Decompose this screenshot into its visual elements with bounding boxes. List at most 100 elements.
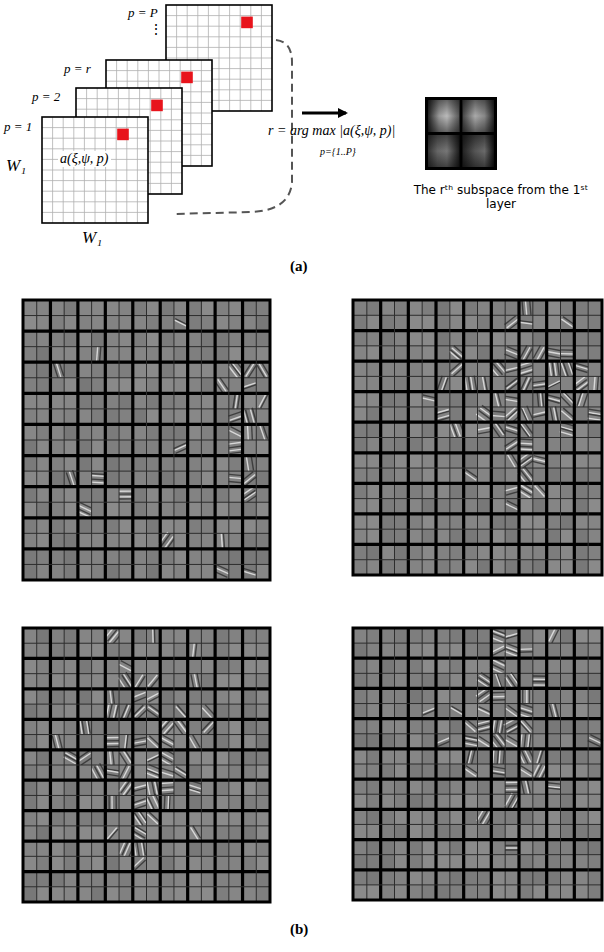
filter-stripe — [521, 457, 533, 465]
filter-cell — [188, 471, 202, 487]
filter-cell — [37, 316, 51, 332]
filter-cell — [37, 826, 51, 841]
filter-cell — [367, 658, 381, 673]
filter-cell — [50, 780, 64, 795]
filter-cell — [422, 719, 436, 734]
filter-cell — [436, 483, 450, 498]
filter-cell — [23, 518, 37, 534]
filter-cell — [105, 533, 119, 549]
filter-cell — [37, 378, 51, 394]
filter-cell — [119, 826, 133, 841]
filter-cell — [547, 809, 561, 824]
filter-cell — [64, 362, 78, 378]
filter-stripe — [504, 316, 515, 325]
filter-stripe — [523, 347, 530, 360]
filter-cell — [50, 331, 64, 347]
mosaic-border — [353, 300, 602, 575]
filter-cell — [50, 393, 64, 409]
filter-cell — [408, 438, 422, 453]
filter-cell — [367, 643, 381, 658]
filter-cell — [450, 529, 464, 544]
filter-cell — [450, 361, 464, 376]
filter-cell — [353, 422, 367, 437]
filter-cell — [422, 499, 436, 514]
mosaic-divider — [490, 300, 493, 575]
grid-line — [42, 212, 148, 213]
filter-cell — [436, 544, 450, 559]
filter-cell — [381, 764, 395, 779]
filter-cell — [201, 795, 215, 810]
filter-cell — [188, 487, 202, 503]
filter-cell — [64, 841, 78, 856]
filter-cell — [50, 765, 64, 780]
filter-cell — [133, 347, 147, 363]
filter-cell — [408, 453, 422, 468]
filter-cell — [188, 533, 202, 549]
grid-line — [116, 117, 117, 223]
filter-cell — [78, 347, 92, 363]
filter-cell — [436, 658, 450, 673]
filter-stripe — [507, 319, 518, 328]
filter-cell — [105, 765, 119, 780]
filter-cell — [533, 719, 547, 734]
filter-cell — [395, 824, 409, 839]
filter-stripe — [505, 367, 519, 370]
filter-cell — [505, 779, 519, 794]
filter-stripe — [532, 461, 545, 464]
filter-cell — [436, 643, 450, 658]
filter-cell — [133, 628, 147, 643]
filter-cell — [408, 764, 422, 779]
filter-cell — [174, 456, 188, 472]
filter-cell — [574, 794, 588, 809]
filter-cell — [50, 316, 64, 332]
filter-cell — [174, 887, 188, 902]
filter-cell — [422, 779, 436, 794]
filter-cell — [395, 658, 409, 673]
filter-cell — [464, 688, 478, 703]
filter-cell — [23, 393, 37, 409]
filter-stripe — [549, 362, 551, 377]
filter-stripe — [533, 681, 547, 683]
filter-cell — [92, 872, 106, 887]
filter-cell — [519, 392, 533, 407]
filter-cell — [215, 487, 229, 503]
filter-cell — [160, 643, 174, 658]
filter-cell — [37, 628, 51, 643]
mosaic-divider — [173, 300, 174, 580]
filter-cell — [201, 518, 215, 534]
filter-cell — [229, 518, 243, 534]
filter-cell — [174, 393, 188, 409]
filter-stripe — [191, 674, 194, 689]
filter-cell — [464, 514, 478, 529]
filter-cell — [408, 824, 422, 839]
filter-cell — [64, 393, 78, 409]
mosaic-ground — [353, 628, 602, 900]
filter-cell — [408, 392, 422, 407]
filter-cell — [574, 438, 588, 453]
filter-cell — [574, 544, 588, 559]
filter-cell — [547, 483, 561, 498]
filter-cell — [133, 856, 147, 871]
filter-cell — [478, 719, 492, 734]
filter-cell — [561, 514, 575, 529]
filter-cell — [464, 809, 478, 824]
filter-cell — [256, 811, 270, 826]
filter-cell — [37, 704, 51, 719]
filter-cell — [367, 734, 381, 749]
filter-cell — [119, 795, 133, 810]
filter-cell — [37, 440, 51, 456]
filter-cell — [119, 628, 133, 643]
filter-cell — [395, 779, 409, 794]
filter-cell — [105, 518, 119, 534]
filter-cell — [533, 392, 547, 407]
filter-cell — [561, 560, 575, 575]
filter-cell — [519, 499, 533, 514]
filter-cell — [533, 514, 547, 529]
filter-cell — [78, 471, 92, 487]
filter-stripe — [135, 675, 143, 688]
filter-stripe — [122, 841, 128, 855]
filter-cell — [422, 764, 436, 779]
filter-cell — [23, 440, 37, 456]
filter-cell — [147, 378, 161, 394]
filter-cell — [119, 331, 133, 347]
